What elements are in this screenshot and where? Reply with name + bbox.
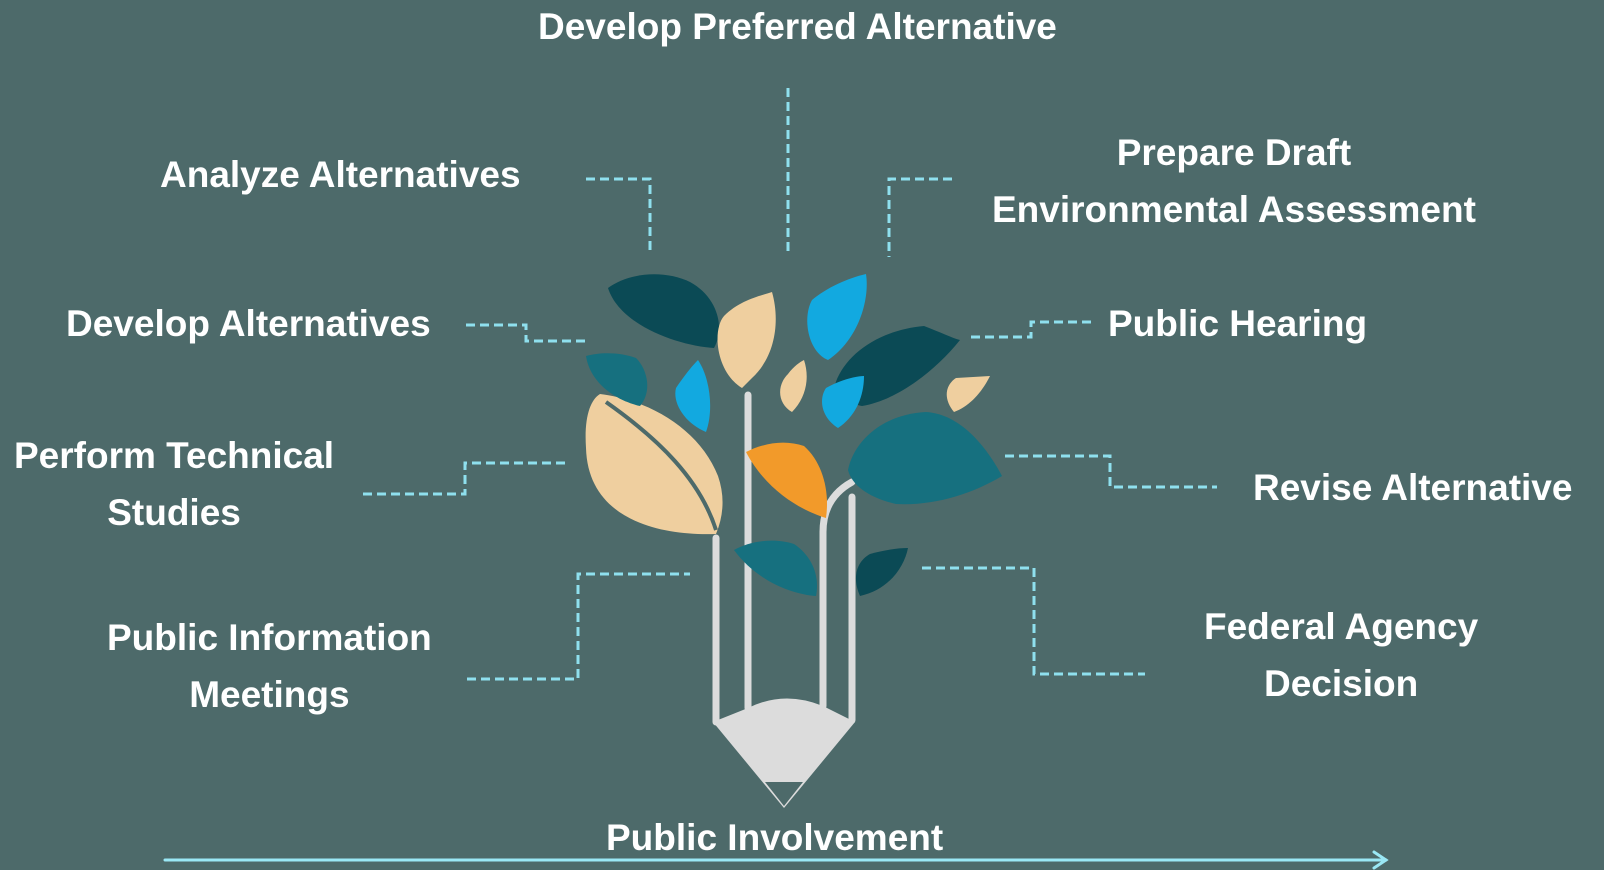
label-federal-agency-line2: Decision: [1263, 663, 1419, 704]
label-federal-agency-line1: Federal Agency: [1204, 606, 1479, 647]
label-prepare-draft-environmental-assessment: Prepare Draft Environmental Assessment: [992, 124, 1476, 238]
connector-analyze-alternatives: [586, 177, 652, 255]
connector-federal-agency: [922, 566, 1145, 676]
label-revise-alternative: Revise Alternative: [1253, 467, 1573, 508]
pencil: [712, 391, 856, 726]
connector-lines: [363, 88, 1217, 681]
connector-develop-alternatives: [466, 323, 586, 343]
leaf-bottom-dark: [855, 548, 908, 596]
leaf-small-teal-left: [586, 353, 648, 406]
label-prepare-draft-line2: Environmental Assessment: [992, 189, 1476, 230]
connector-public-hearing: [970, 320, 1091, 339]
leaf-large-tan: [585, 394, 723, 535]
label-develop-alternatives: Develop Alternatives: [66, 303, 431, 344]
leaf-stem-tan: [604, 400, 718, 531]
label-federal-agency-decision: Federal Agency Decision: [1204, 598, 1478, 712]
leaf-blue-left: [675, 360, 711, 432]
connector-public-information: [467, 572, 690, 681]
leaf-top-tan: [717, 292, 776, 388]
label-public-information-meetings: Public Information Meetings: [107, 609, 432, 723]
leaves: [585, 274, 1002, 596]
leaf-orange: [746, 442, 828, 518]
public-involvement-arrow: [163, 850, 1389, 870]
leaf-right-dark: [834, 326, 960, 406]
label-analyze-alternatives: Analyze Alternatives: [160, 154, 521, 195]
connector-perform-technical: [363, 461, 566, 496]
label-prepare-draft-line1: Prepare Draft: [1116, 132, 1352, 173]
pencil-lead: [765, 782, 803, 806]
leaf-top-dark: [608, 274, 720, 348]
label-perform-technical-line1: Perform Technical: [14, 435, 335, 476]
leaf-blue-right: [822, 376, 864, 428]
leaf-bottom-teal: [734, 540, 818, 596]
label-perform-technical-line2: Studies: [107, 492, 241, 533]
leaf-top-blue: [807, 274, 867, 360]
label-public-information-line2: Meetings: [189, 674, 350, 715]
connector-revise-alternative: [1005, 454, 1217, 489]
pencil-tip: [713, 698, 855, 808]
label-perform-technical-studies: Perform Technical Studies: [14, 427, 334, 541]
leaf-small-tan-right: [946, 376, 990, 412]
label-develop-preferred-alternative: Develop Preferred Alternative: [538, 6, 1057, 47]
label-public-involvement: Public Involvement: [606, 817, 944, 858]
connector-prepare-draft: [887, 177, 952, 257]
label-public-information-line1: Public Information: [107, 617, 432, 658]
leaf-large-teal: [848, 412, 1002, 505]
label-public-hearing: Public Hearing: [1108, 303, 1368, 344]
leaf-small-tan-center: [780, 360, 807, 412]
